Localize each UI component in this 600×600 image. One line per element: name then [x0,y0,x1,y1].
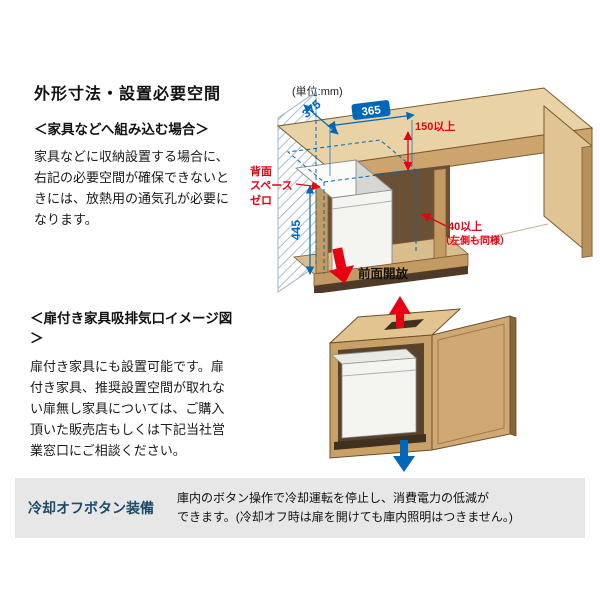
vent-diagram-title: ＜扉付き家具吸排気口イメージ図＞ [30,311,233,346]
appliance2-front-face [341,357,417,439]
back-space-zero-line3: ゼロ [250,194,272,207]
dim-width-value: 365 [361,104,382,118]
installation-clearance-diagram: 445 365 375 150以上 40以上 （左側も同様） 前面開放 [276,87,594,293]
dim-depth-line [303,104,339,135]
built-in-case-subtitle: ＜家具などへ組み込む場合＞ [34,122,209,137]
shelf-shadow [314,266,468,293]
cooling-off-body-line1: 庫内のボタン操作で冷却運転を停止し、消費電力の低減が [177,491,490,506]
open-door [431,315,517,451]
built-in-case-body: 家具などに収納設置する場合に、右記の必要空間が確保できないときには、放熱用の通気… [34,149,230,228]
vent-airflow-diagram [328,296,517,472]
appliance2-door-seam [341,369,417,377]
top-clearance-value: 150以上 [415,119,455,133]
intake-down-arrow [393,440,415,472]
left-divider-edge [315,180,329,274]
counter-end-panel-edge [581,145,593,258]
built-in-appliance [294,159,394,275]
back-space-zero-line1: 背面 [250,166,272,178]
appliance-door-seam [331,200,393,210]
side-clearance-arrow [421,213,447,227]
door-furniture-section: ＜扉付き家具吸排気口イメージ図＞ 扉付き家具にも設置可能です。扉付き家具、推奨設… [30,307,244,461]
bottom-vent-slot [334,434,426,450]
cooling-off-note: 冷却オフボタン装備 庫内のボタン操作で冷却運転を停止し、消費電力の低減が できま… [15,478,585,538]
front-open-label: 前面開放 [358,266,409,281]
cooling-off-body-line2: できます。(冷却オフ時は扉を開けても庫内照明はつきません。) [177,510,513,524]
dim-width-badge-bg [351,100,391,120]
side-clearance: 40以上 （左側も同様） [421,213,510,247]
back-space-zero-line2: スペース [250,180,293,193]
back-space-arrow [295,181,321,191]
floor-wall-line [449,223,549,247]
side-clearance-value: 40以上 [448,219,482,233]
unit-label: (単位:mm) [292,86,343,98]
side-clearance-note: （左側も同様） [440,234,510,247]
dimension-height: 445 [289,185,315,275]
dim-width-line [327,111,415,130]
page-title: 外形寸法・設置必要空間 [34,86,222,103]
envelope-top [286,139,418,183]
front-open: 前面開放 [328,247,409,284]
cooling-off-label: 冷却オフボタン装備 [28,500,154,516]
appliance-in-cabinet [331,348,417,439]
dimensions-section: 外形寸法・設置必要空間 ＜家具などへ組み込む場合＞ 家具などに収納設置する場合に… [34,80,246,230]
exhaust-up-arrow [389,296,411,328]
dim-height-value: 445 [289,220,303,240]
dimension-width: 365 [327,100,415,176]
dim-width-badge: 365 [351,100,391,120]
top-clearance: 150以上 [403,119,455,171]
back-space-zero-label: 背面 スペース ゼロ [250,165,293,208]
cooling-off-body: 庫内のボタン操作で冷却運転を停止し、消費電力の低減が できます。(冷却オフ時は扉… [177,489,513,526]
door-panel [431,315,511,451]
door-panel-frame [437,323,505,445]
vent-diagram-body: 扉付き家具にも設置可能です。扉付き家具、推奨設置空間が取れない扉無し家具について… [30,359,226,459]
front-open-arrow [328,247,355,284]
door-edge [509,315,517,437]
